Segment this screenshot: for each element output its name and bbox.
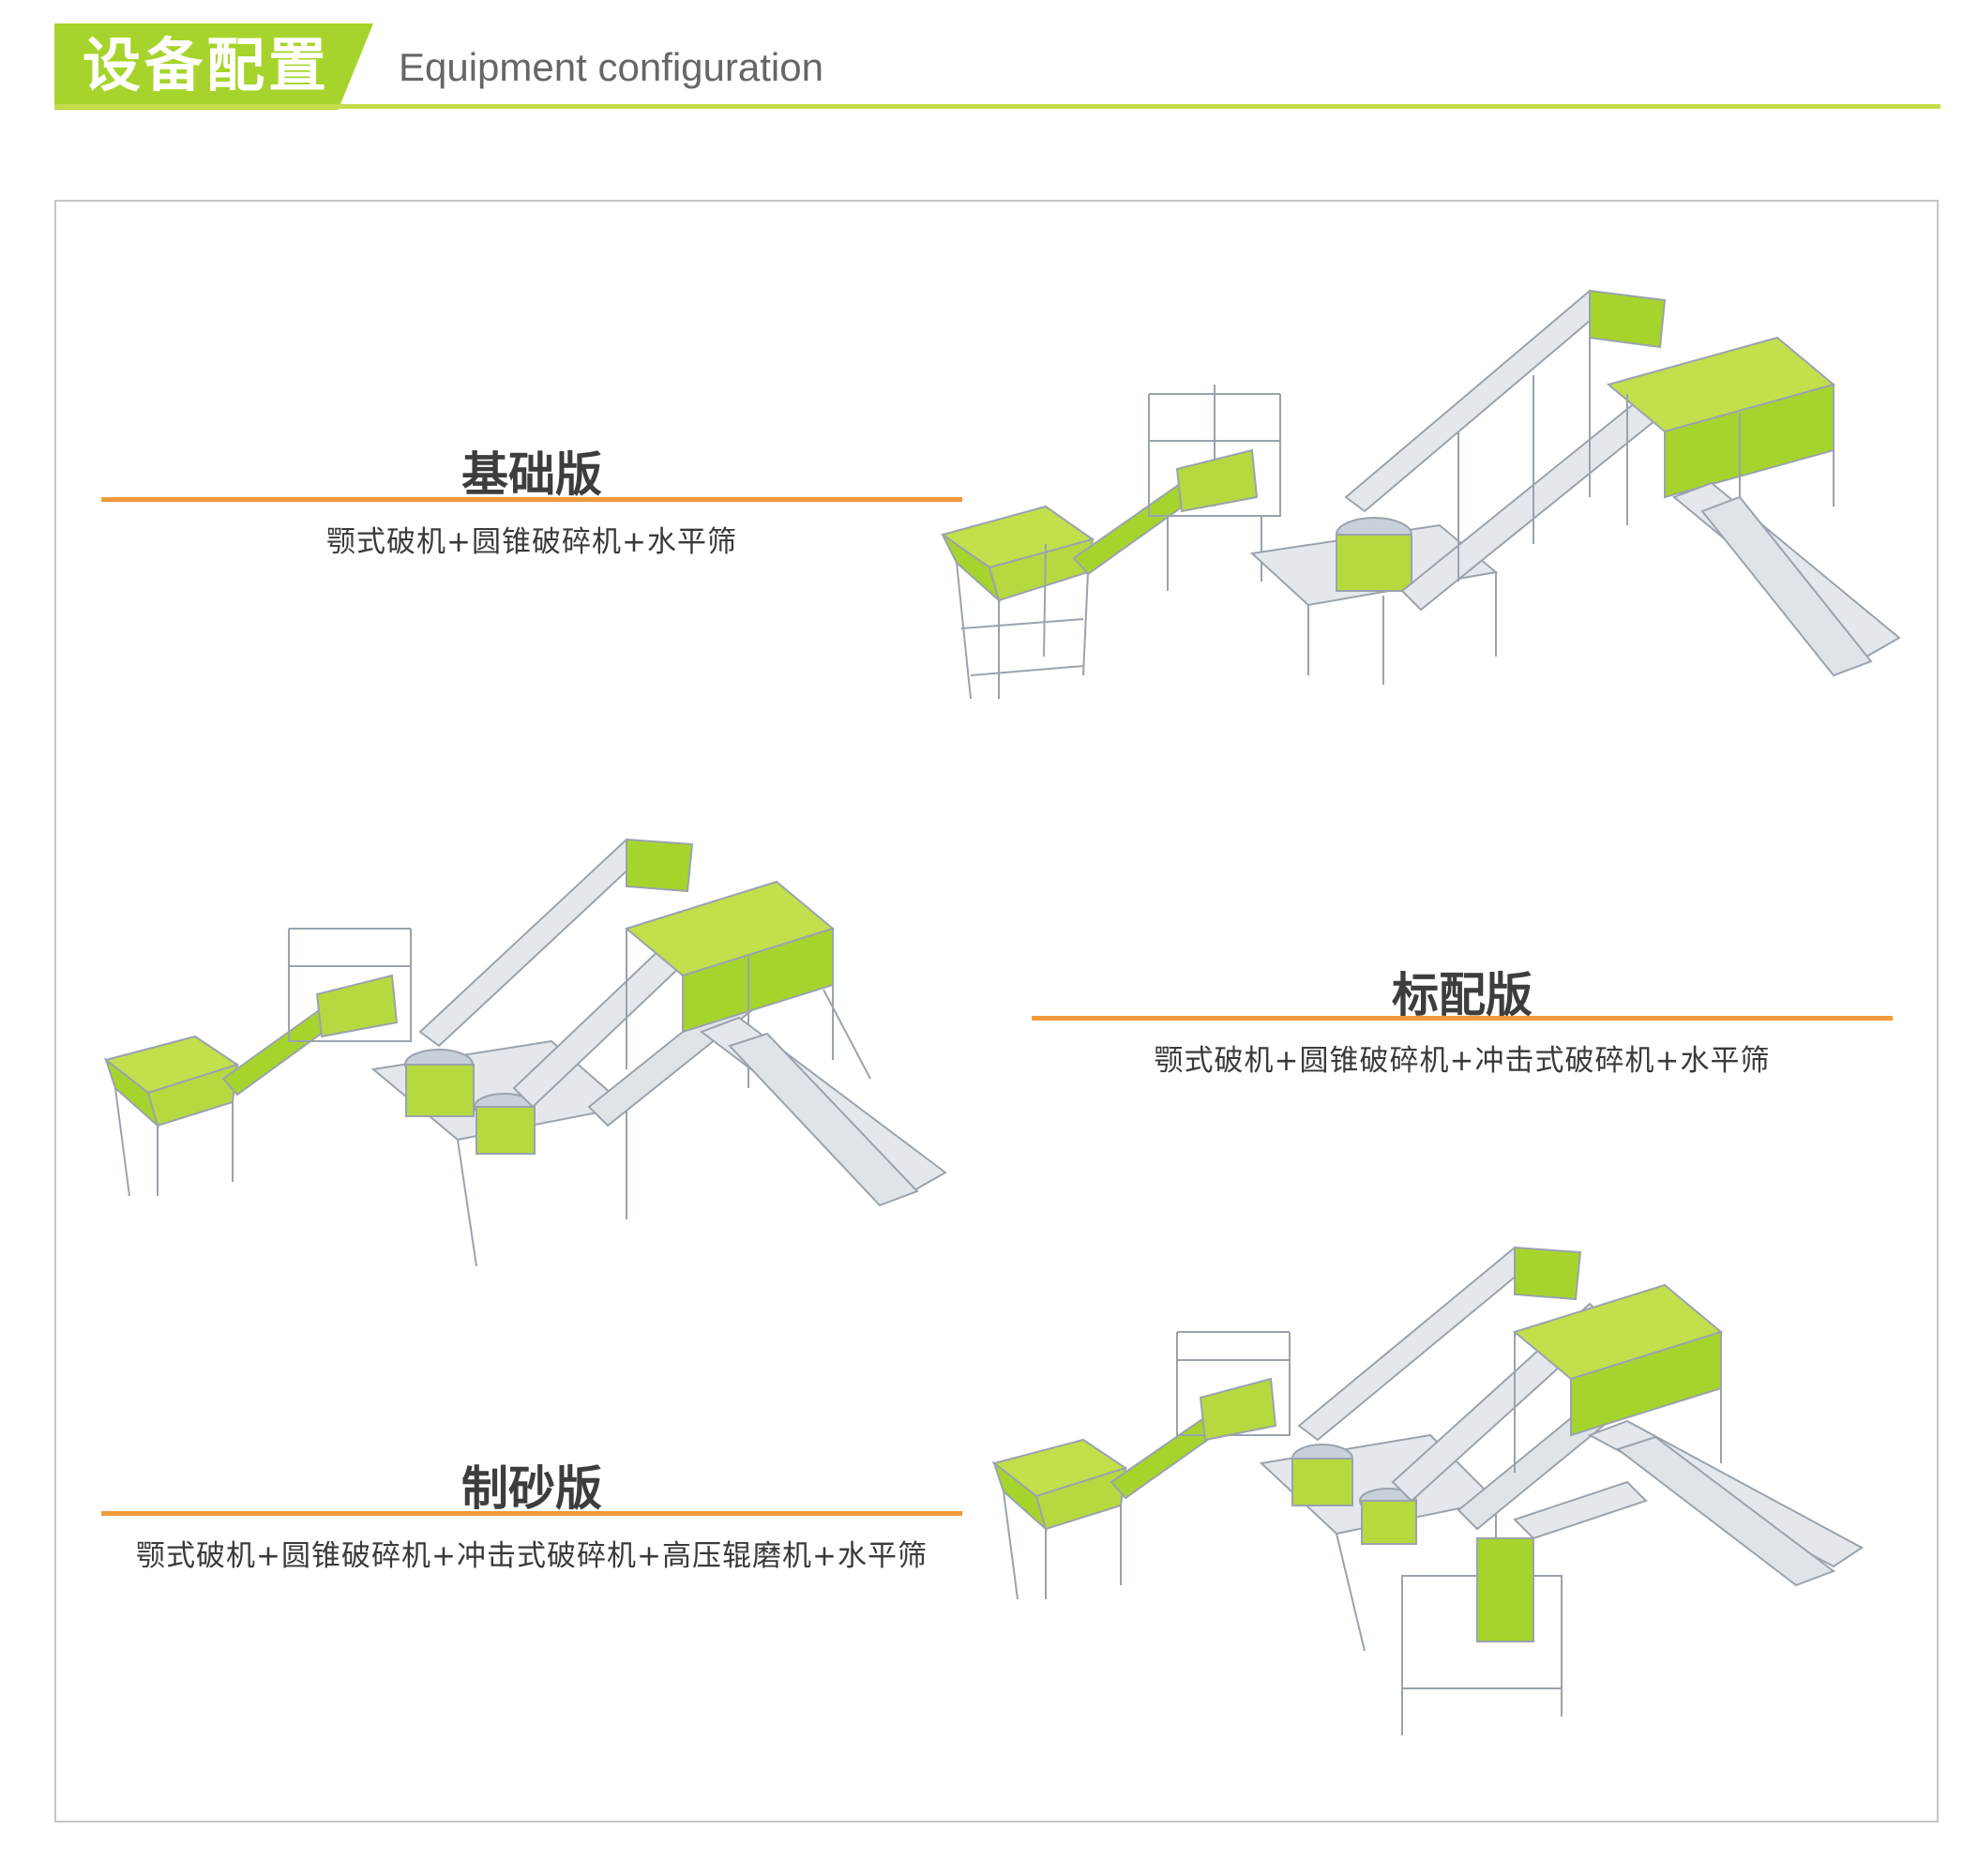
section-title: 设备配置 bbox=[83, 31, 331, 99]
config-basic-label: 基础版 颚式破机+圆锥破碎机+水平筛 bbox=[101, 431, 962, 559]
config-sand-label: 制砂版 颚式破机+圆锥破碎机+冲击式破碎机+高压辊磨机+水平筛 bbox=[101, 1440, 962, 1573]
plant-basic-svg bbox=[940, 289, 1901, 700]
config-standard-label: 标配版 颚式破机+圆锥破碎机+冲击式破碎机+水平筛 bbox=[1032, 943, 1893, 1078]
header-divider bbox=[54, 104, 1940, 109]
config-equipment: 颚式破机+圆锥破碎机+水平筛 bbox=[326, 525, 737, 559]
plant-illustration-basic bbox=[933, 281, 1909, 713]
config-title: 基础版 bbox=[461, 447, 602, 502]
plant-sand-svg bbox=[991, 1246, 1864, 1735]
plant-standard-svg bbox=[103, 838, 947, 1267]
content-frame bbox=[54, 200, 1939, 1823]
config-divider bbox=[101, 497, 962, 502]
config-equipment: 颚式破机+圆锥破碎机+冲击式破碎机+高压辊磨机+水平筛 bbox=[136, 1539, 928, 1573]
plant-illustration-standard bbox=[101, 825, 1025, 1276]
section-subtitle: Equipment configuration bbox=[399, 45, 823, 89]
section-header: 设备配置 Equipment configuration bbox=[0, 0, 1978, 117]
title-badge bbox=[54, 23, 373, 110]
plant-illustration-sand bbox=[989, 1238, 1918, 1745]
config-equipment: 颚式破机+圆锥破碎机+冲击式破碎机+水平筛 bbox=[1154, 1044, 1771, 1078]
config-title: 标配版 bbox=[1392, 968, 1533, 1022]
config-title: 制砂版 bbox=[461, 1461, 602, 1516]
config-divider bbox=[101, 1511, 962, 1516]
config-divider bbox=[1032, 1016, 1893, 1021]
